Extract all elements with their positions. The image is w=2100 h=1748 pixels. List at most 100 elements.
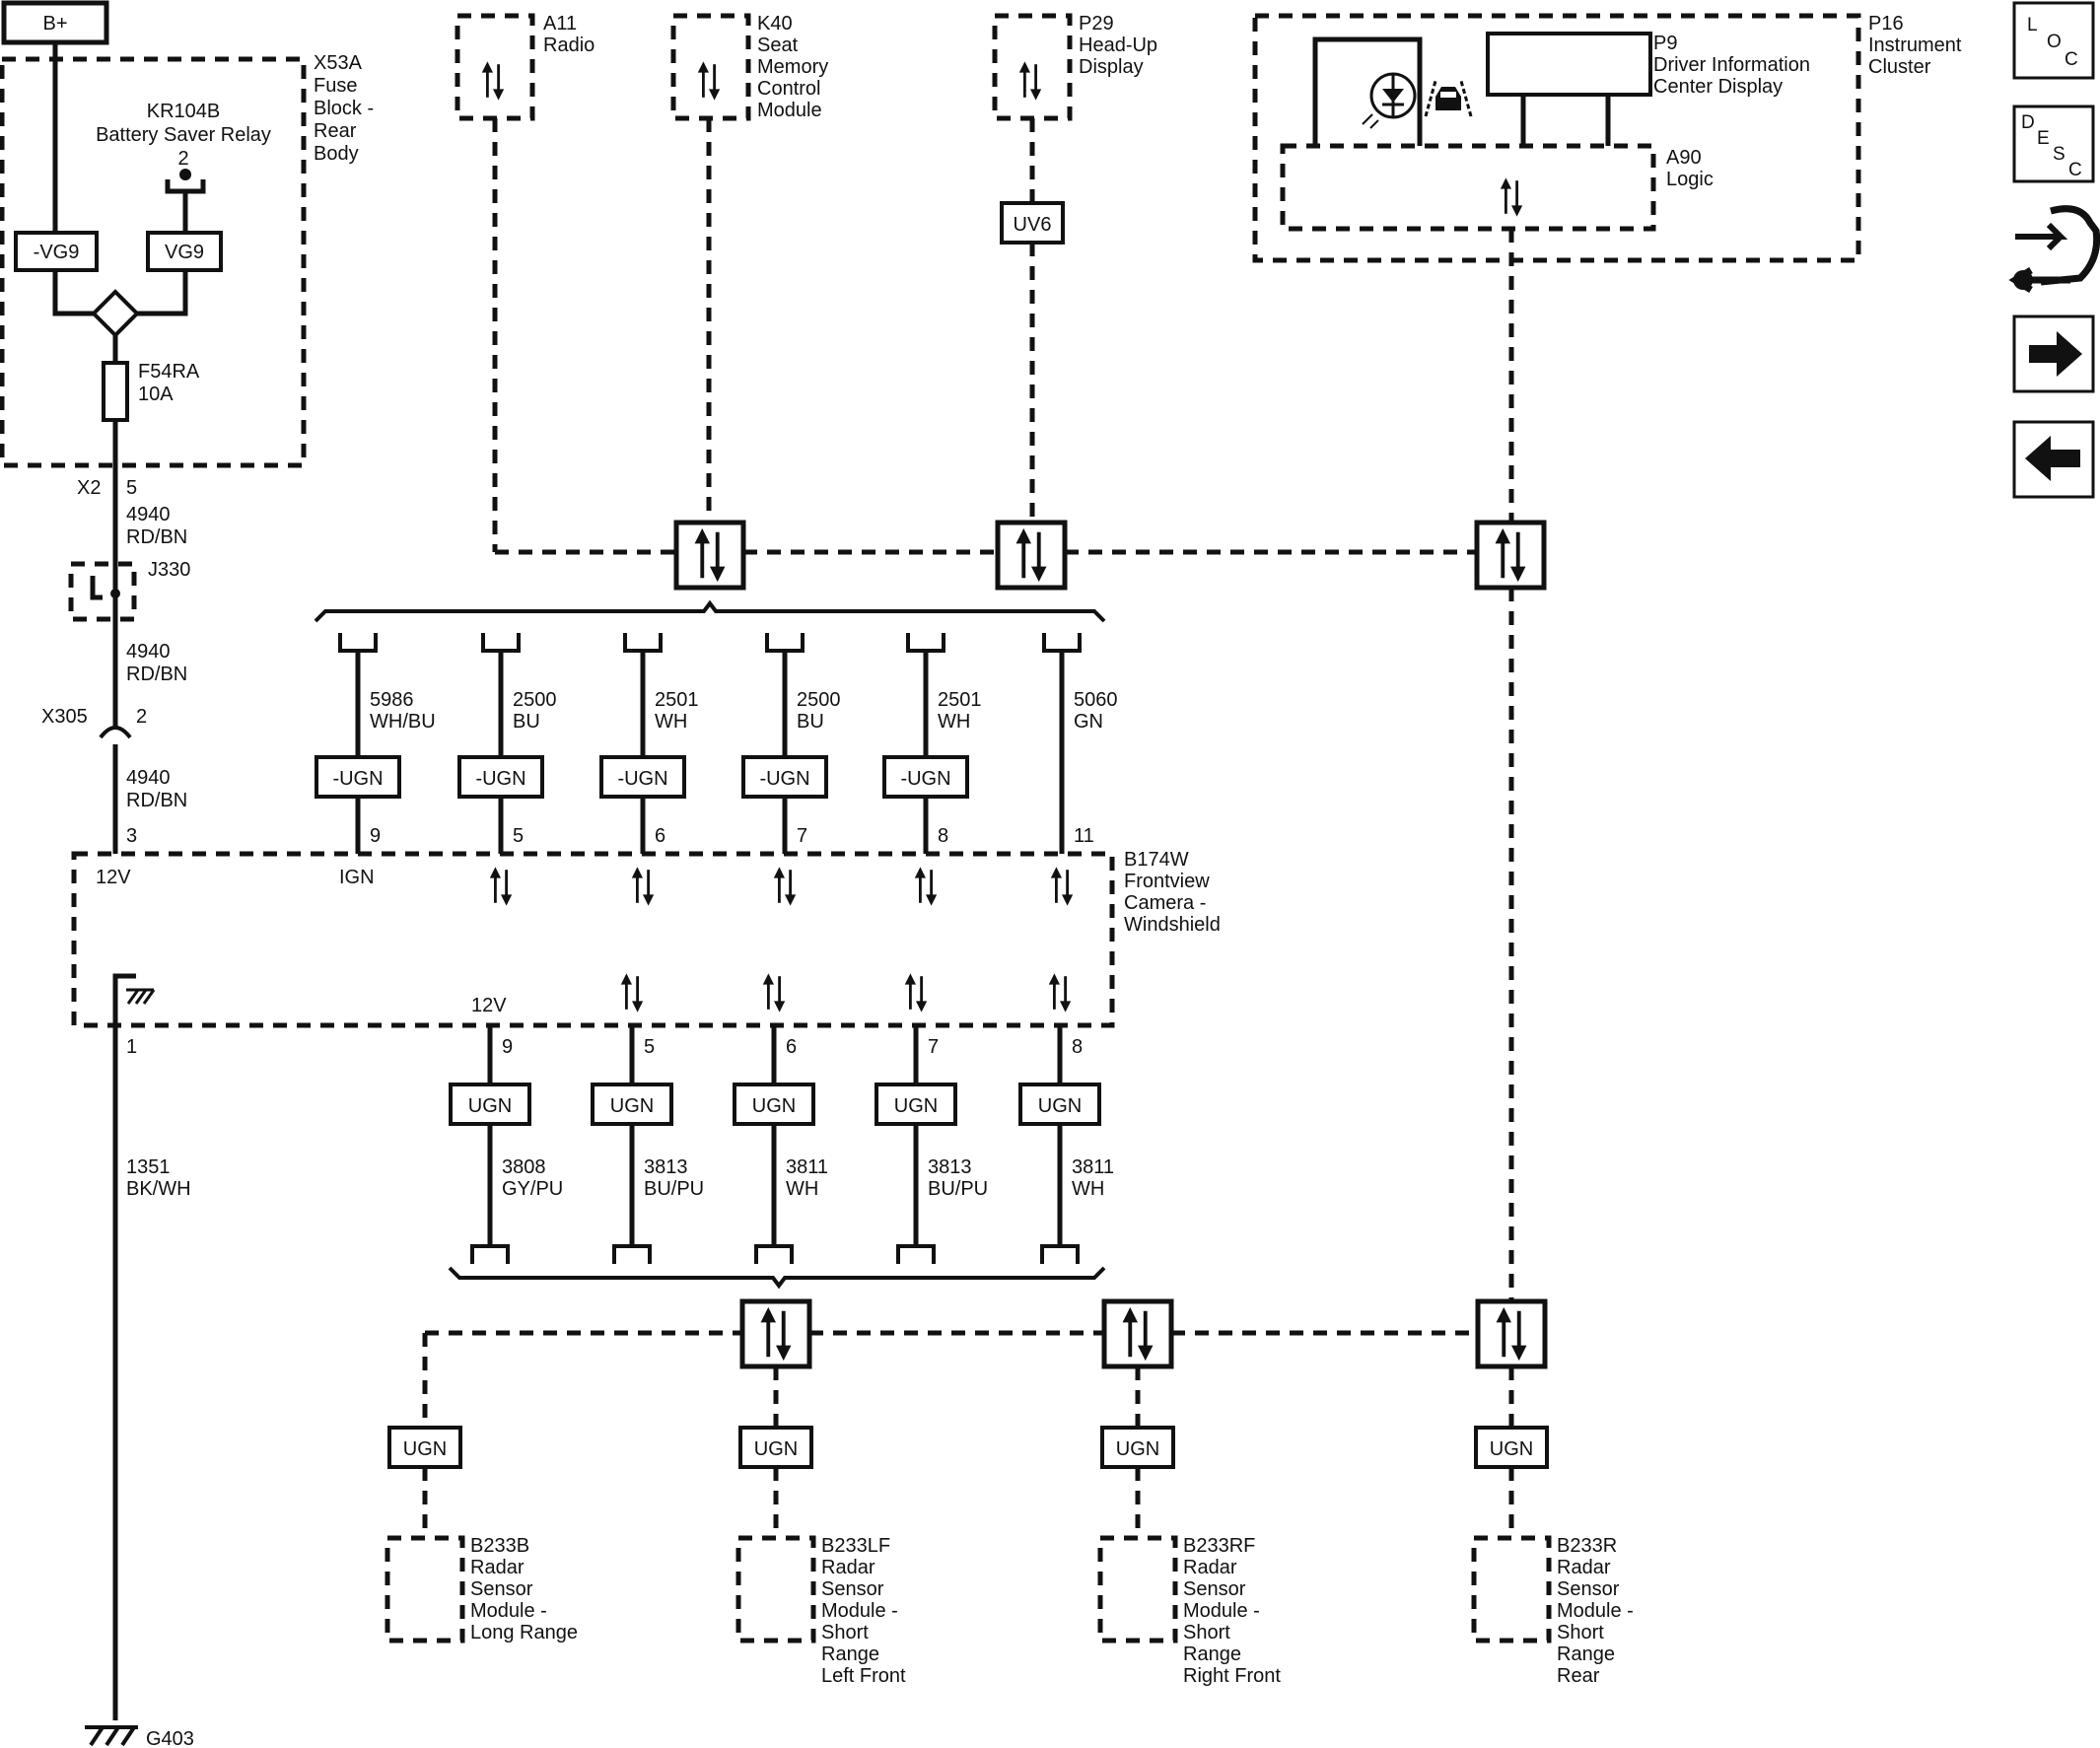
camera-pin: 8 bbox=[1072, 1036, 1083, 1058]
wire-number: 3808 bbox=[502, 1156, 546, 1178]
connector-x2: X2 bbox=[77, 477, 101, 499]
ground-wire-color: BK/WH bbox=[126, 1178, 191, 1200]
camera-pin-3: 3 bbox=[126, 825, 137, 847]
wire-color: WH bbox=[938, 711, 970, 733]
nav-desc-c: C bbox=[2068, 160, 2082, 180]
option-ugn-label: UGN bbox=[752, 1095, 796, 1117]
nav-desc-d: D bbox=[2021, 112, 2035, 133]
camera-name-1: Frontview bbox=[1124, 871, 1210, 892]
fuse-block-id: X53A bbox=[314, 52, 363, 74]
fuse-rating: 10A bbox=[138, 384, 174, 405]
wire-color: WH/BU bbox=[370, 711, 436, 733]
cluster-id: P16 bbox=[1868, 13, 1904, 35]
wire-color: BU/PU bbox=[928, 1178, 988, 1200]
logic-name: Logic bbox=[1666, 169, 1714, 190]
radar-name-line: Sensor bbox=[1557, 1578, 1620, 1600]
module-name-1: Radio bbox=[543, 35, 595, 56]
module-b174w-frontview-camera: B174W Frontview Camera - Windshield 12V … bbox=[71, 849, 1221, 1058]
camera-id: B174W bbox=[1124, 849, 1189, 871]
wire-color: WH bbox=[1072, 1178, 1104, 1200]
radar-name-line: Radar bbox=[470, 1557, 525, 1578]
wiring-tool-icon[interactable] bbox=[2008, 205, 2100, 293]
serial-data-bus-lower bbox=[422, 1298, 1548, 1428]
module-k40-seat-memory: K40 Seat Memory Control Module bbox=[670, 13, 828, 523]
wire-4940-num-1: 4940 bbox=[126, 504, 171, 525]
relay-name: Battery Saver Relay bbox=[96, 124, 271, 146]
arrow-left-button[interactable] bbox=[2012, 420, 2095, 499]
ground-id: G403 bbox=[146, 1728, 194, 1748]
arrow-right-icon bbox=[2029, 331, 2082, 377]
option-uv6: UV6 bbox=[1014, 214, 1052, 236]
module-name-4: Module bbox=[757, 100, 822, 121]
arrow-right-button[interactable] bbox=[2012, 315, 2095, 393]
radar-name-line: Range bbox=[1183, 1643, 1241, 1665]
relay-id: KR104B bbox=[147, 101, 221, 122]
radar-name-line: Short bbox=[1557, 1622, 1604, 1643]
nav-loc-button[interactable]: L O C bbox=[2012, 1, 2095, 80]
splice-j330 bbox=[68, 561, 137, 622]
camera-lower-12v-label: 12V bbox=[471, 995, 507, 1016]
cluster-name-1: Instrument bbox=[1868, 35, 1962, 56]
nav-loc-o: O bbox=[2047, 32, 2062, 52]
camera-pin: 5 bbox=[644, 1036, 655, 1058]
radar-id: B233RF bbox=[1183, 1535, 1255, 1557]
option-ugn-label: UGN bbox=[1116, 1438, 1159, 1460]
radar-id: B233R bbox=[1557, 1535, 1617, 1557]
wire-number: 2501 bbox=[655, 689, 699, 711]
module-p16-instrument-cluster: P16 Instrument Cluster P9 Driver Informa… bbox=[1252, 13, 1962, 523]
nav-loc-l: L bbox=[2027, 15, 2038, 35]
option-ugn-inverted-label: -UGN bbox=[617, 768, 667, 790]
option-ugn-inverted-label: -UGN bbox=[332, 768, 383, 790]
relay-pin: 2 bbox=[177, 148, 188, 170]
splice-id: J330 bbox=[148, 559, 190, 581]
pin-x2: 5 bbox=[126, 477, 137, 499]
camera-pin: 7 bbox=[797, 825, 807, 847]
radar-name-line: Sensor bbox=[821, 1578, 884, 1600]
forward-collision-icon bbox=[1424, 80, 1473, 117]
option-ugn-inverted-label: -UGN bbox=[759, 768, 809, 790]
ground-circuit: 1351 BK/WH G403 bbox=[85, 1025, 194, 1748]
radar-name-line: Module - bbox=[1183, 1600, 1260, 1622]
radar-name-line: Right Front bbox=[1183, 1665, 1281, 1687]
fuse-icon bbox=[102, 361, 129, 422]
camera-pin: 6 bbox=[786, 1036, 797, 1058]
module-id: A11 bbox=[543, 13, 577, 35]
cluster-name-2: Cluster bbox=[1868, 56, 1931, 78]
fuse-block-name-1: Fuse bbox=[314, 75, 357, 97]
module-name-1: Head-Up bbox=[1079, 35, 1157, 56]
radar-name-line: Sensor bbox=[470, 1578, 533, 1600]
wire-number: 5060 bbox=[1074, 689, 1118, 711]
radar-id: B233LF bbox=[821, 1535, 890, 1557]
option-ugn-label: UGN bbox=[1490, 1438, 1533, 1460]
module-name-3: Control bbox=[757, 78, 820, 100]
fuse-id: F54RA bbox=[138, 361, 200, 383]
vg9-inverted-label: -VG9 bbox=[34, 242, 80, 263]
radar-name-line: Module - bbox=[821, 1600, 898, 1622]
nav-desc-button[interactable]: D E S C bbox=[2012, 105, 2095, 183]
wire-color: GY/PU bbox=[502, 1178, 563, 1200]
radar-name-line: Long Range bbox=[470, 1622, 578, 1643]
wire-number: 2500 bbox=[513, 689, 557, 711]
radar-name-line: Rear bbox=[1557, 1665, 1600, 1687]
fuse-block-x53a: X53A Fuse Block - Rear Body KR104B Batte… bbox=[0, 42, 374, 468]
dic-name-2: Center Display bbox=[1653, 76, 1783, 98]
camera-pin: 8 bbox=[938, 825, 948, 847]
radar-name-line: Radar bbox=[1557, 1557, 1611, 1578]
wire-number: 3813 bbox=[928, 1156, 972, 1178]
camera-ign-label: IGN bbox=[339, 867, 375, 888]
ground-wire-num: 1351 bbox=[126, 1156, 171, 1178]
camera-name-3: Windshield bbox=[1124, 914, 1221, 936]
wire-color: WH bbox=[655, 711, 687, 733]
chassis-ground-icon bbox=[112, 973, 156, 1025]
camera-name-2: Camera - bbox=[1124, 892, 1206, 914]
wire-number: 3813 bbox=[644, 1156, 688, 1178]
